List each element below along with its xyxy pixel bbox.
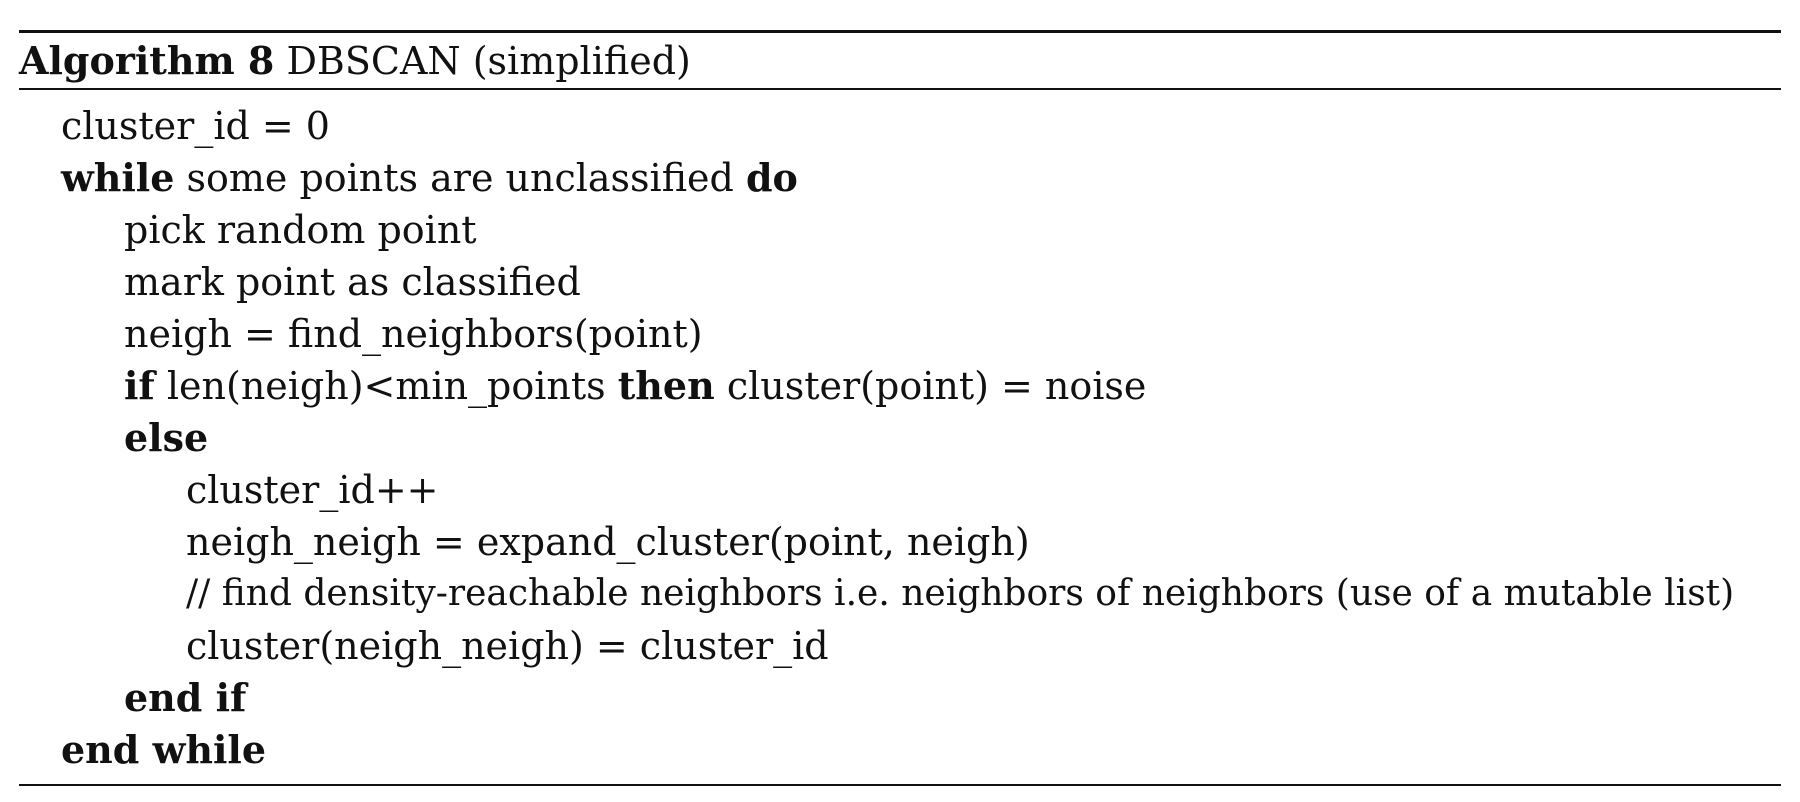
code-line-12: end if	[124, 672, 246, 724]
code-text: cluster(neigh_neigh) = cluster_id	[186, 624, 829, 668]
keyword-end-while: end while	[61, 727, 266, 772]
code-line-1: cluster_id = 0	[61, 100, 330, 152]
code-text: pick random point	[124, 208, 477, 252]
code-line-10: // find density-reachable neighbors i.e.…	[186, 568, 1734, 620]
code-line-9: neigh_neigh = expand_cluster(point, neig…	[186, 516, 1030, 568]
code-line-13: end while	[61, 724, 266, 776]
keyword-do: do	[745, 155, 798, 200]
keyword-then: then	[617, 363, 715, 408]
comment-text: // find density-reachable neighbors i.e.…	[186, 573, 1735, 614]
code-line-2: while some points are unclassified do	[61, 152, 798, 204]
code-text: cluster_id++	[186, 468, 439, 512]
code-line-6: if len(neigh)<min_points then cluster(po…	[124, 360, 1146, 412]
code-line-8: cluster_id++	[186, 464, 439, 516]
code-text: len(neigh)<min_points	[154, 364, 618, 408]
code-text: some points are unclassified	[174, 156, 746, 200]
code-line-5: neigh = find_neighbors(point)	[124, 308, 703, 360]
code-text: neigh = find_neighbors(point)	[124, 312, 703, 356]
keyword-while: while	[61, 155, 175, 200]
algorithm-block: Algorithm 8 DBSCAN (simplified) cluster_…	[19, 0, 1781, 802]
keyword-if: if	[124, 363, 155, 408]
code-line-11: cluster(neigh_neigh) = cluster_id	[186, 620, 829, 672]
top-rule	[19, 30, 1781, 33]
code-text: cluster_id = 0	[61, 104, 330, 148]
code-text: neigh_neigh = expand_cluster(point, neig…	[186, 520, 1030, 564]
code-line-3: pick random point	[124, 204, 477, 256]
code-text: cluster(point) = noise	[714, 364, 1147, 408]
caption-rule	[19, 88, 1781, 90]
keyword-end-if: end if	[124, 675, 247, 720]
code-text: mark point as classified	[124, 260, 581, 304]
keyword-else: else	[124, 415, 209, 460]
bottom-rule	[19, 784, 1781, 786]
caption-title: DBSCAN (simplified)	[286, 39, 691, 83]
caption-label: Algorithm 8	[19, 38, 275, 83]
code-line-4: mark point as classified	[124, 256, 581, 308]
code-line-7: else	[124, 412, 208, 464]
algorithm-caption: Algorithm 8 DBSCAN (simplified)	[19, 34, 691, 88]
